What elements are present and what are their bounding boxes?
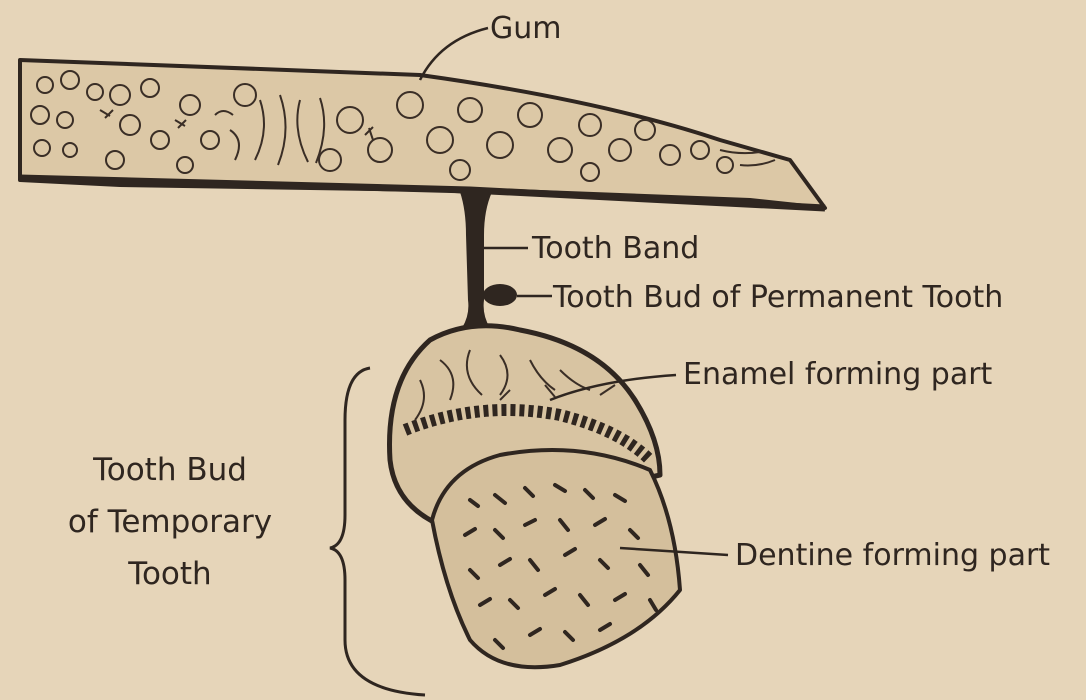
tooth-band-label: Tooth Band	[531, 231, 699, 266]
enamel-label: Enamel forming part	[683, 357, 993, 392]
permanent-tooth-bud	[483, 284, 517, 306]
gum-label: Gum	[490, 11, 561, 46]
temporary-bud-label-line-3: Tooth	[127, 556, 211, 592]
gum-leader-line	[420, 28, 488, 80]
tooth-band	[460, 192, 492, 328]
temporary-tooth-bud	[390, 326, 681, 667]
dentine-label: Dentine forming part	[735, 538, 1050, 573]
temporary-bud-label-line-2: of Temporary	[68, 504, 272, 540]
gum-tissue	[20, 60, 825, 208]
dentine-papilla	[432, 450, 680, 667]
permanent-bud-label: Tooth Bud of Permanent Tooth	[552, 280, 1003, 315]
temporary-bud-label-line-1: Tooth Bud	[92, 452, 247, 488]
